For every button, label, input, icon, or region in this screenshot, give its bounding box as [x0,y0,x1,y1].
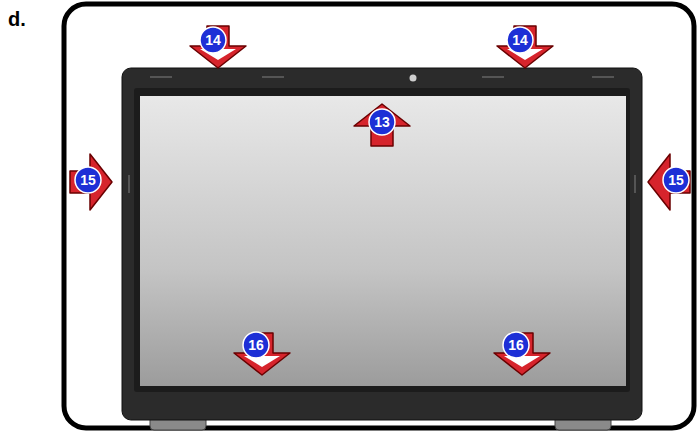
callout-number: 14 [200,27,226,53]
callout-number: 16 [243,332,269,358]
callout-number: 14 [507,27,533,53]
callout-number: 15 [75,167,101,193]
step-letter: d. [8,8,26,31]
callout-number: 15 [663,167,689,193]
callout-number: 16 [503,332,529,358]
callout-number: 13 [369,109,395,135]
